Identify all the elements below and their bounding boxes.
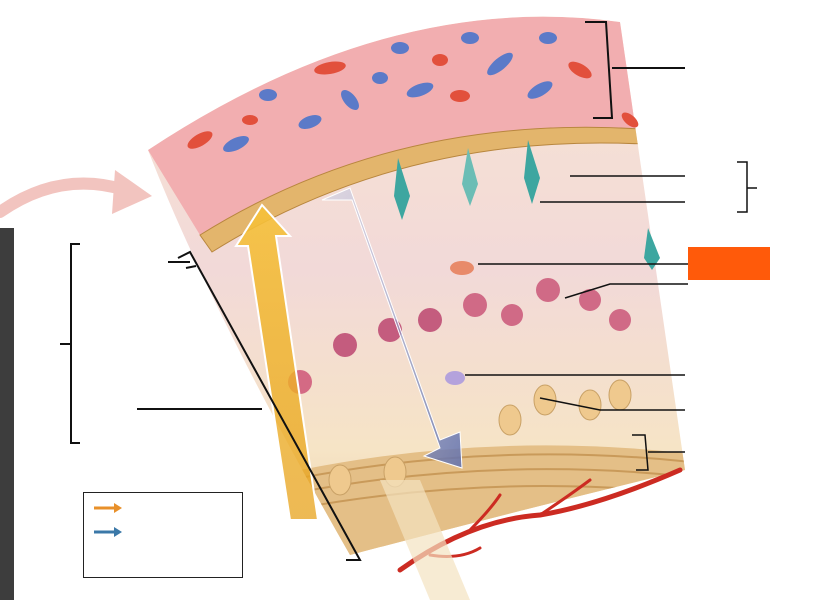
top-bracket [585,21,685,119]
signal-arrow-blue [321,187,463,469]
orange-arrow-icon [94,503,122,513]
left-bracket [60,243,362,561]
ganglion-cells [328,379,632,496]
legend [83,492,243,578]
pointer-arrow [0,170,152,218]
blood-cells [187,32,639,153]
cone-cells [394,140,660,270]
light-arrow-orange [234,203,320,521]
leader-lines [465,161,757,471]
light-beam [380,480,470,600]
left-edge-bar [0,228,14,600]
legend-item-orange [92,501,130,515]
highlight-label-box [688,247,770,280]
blue-arrow-icon [94,527,122,537]
legend-item-blue [92,525,130,539]
